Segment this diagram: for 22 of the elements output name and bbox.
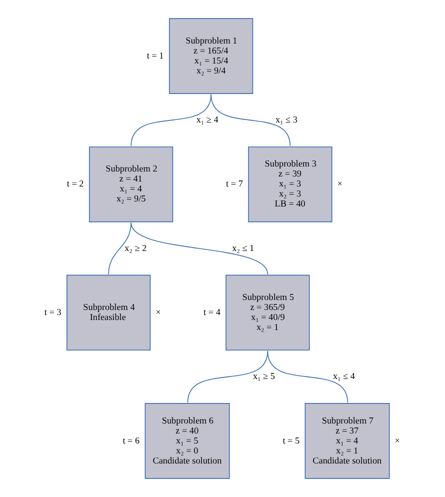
edge-label: x₁ ≤ 4 (332, 371, 355, 382)
connector (108, 222, 132, 275)
connector (130, 94, 212, 146)
node-label: t = 1 (146, 50, 164, 60)
edge-label: x₁ ≥ 4 (196, 114, 218, 125)
node-label: × (156, 306, 161, 317)
node-label: t = 7 (226, 178, 243, 189)
node-label: t = 4 (204, 306, 220, 317)
edge-label: x₁ ≤ 3 (275, 114, 298, 125)
node-label: t = 3 (44, 306, 62, 317)
connector (187, 350, 268, 404)
node-label: × (394, 435, 400, 446)
connector (130, 222, 268, 275)
node-label: t = 6 (122, 435, 140, 446)
node-label: t = 5 (282, 435, 300, 446)
connector (210, 94, 291, 146)
edge-label: x₂ ≤ 1 (232, 242, 254, 253)
edge-label: x₁ ≥ 5 (252, 371, 275, 382)
node-label: t = 2 (66, 178, 84, 189)
connector (267, 350, 348, 404)
edge-label: x₂ ≥ 2 (124, 242, 147, 253)
node-label: × (337, 178, 342, 189)
